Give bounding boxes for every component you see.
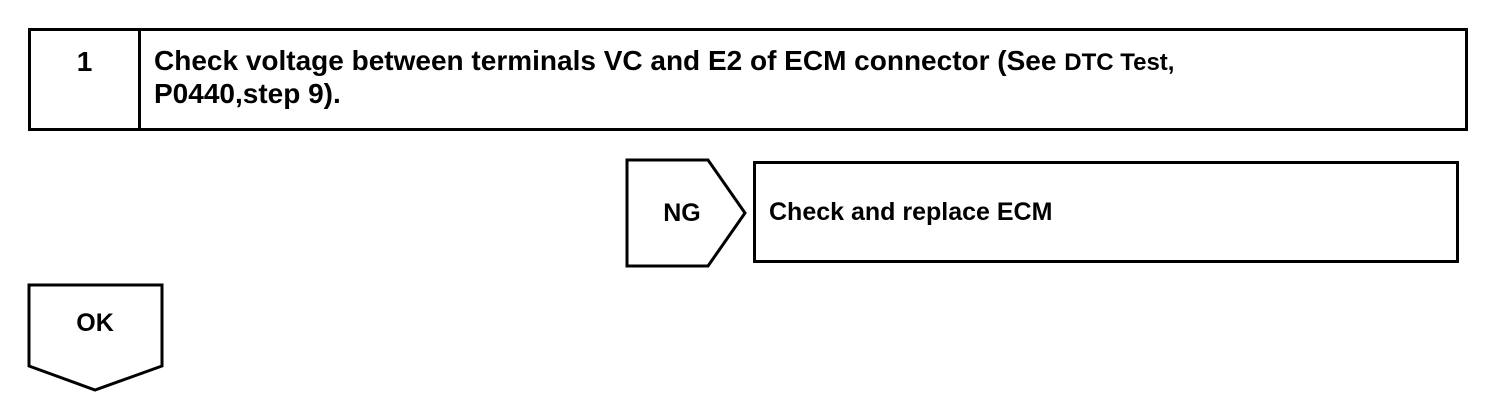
ng-action-text: Check and replace ECM: [769, 197, 1053, 226]
ng-arrow-shape: [625, 158, 747, 268]
step-instruction-main: Check voltage between terminals VC and E…: [154, 45, 1065, 76]
ng-label: NG: [663, 199, 701, 227]
step-instruction-reference: DTC Test,: [1064, 49, 1175, 76]
ok-arrow-shape: [27, 283, 164, 392]
step-number: 1: [31, 31, 141, 128]
ng-action-box: Check and replace ECM: [753, 161, 1459, 263]
ok-label: OK: [76, 309, 114, 337]
step-instruction-line2: P0440,step 9).: [154, 78, 341, 109]
step-box: 1 Check voltage between terminals VC and…: [28, 28, 1468, 131]
step-instruction: Check voltage between terminals VC and E…: [141, 31, 1465, 128]
